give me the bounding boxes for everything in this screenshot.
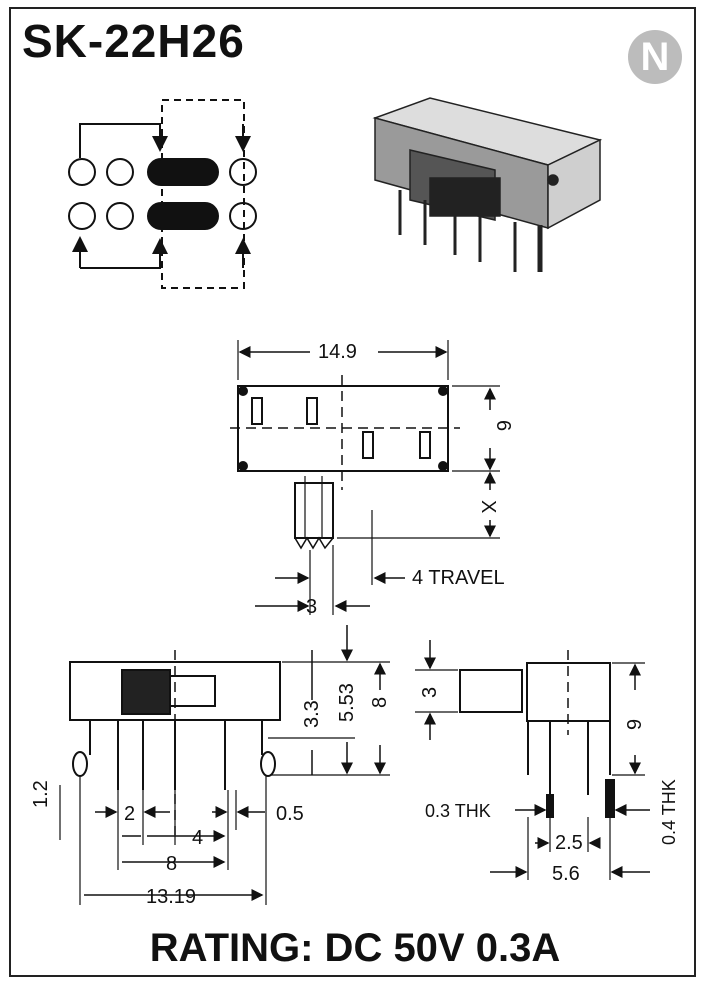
dim-side-height: 9 xyxy=(624,719,646,730)
dim-pitch: 2 xyxy=(124,803,135,825)
part-number-title: SK-22H26 xyxy=(22,15,245,67)
pin-circle xyxy=(68,158,96,186)
logo-letter: N xyxy=(640,35,670,79)
dim-width-top: 14.9 xyxy=(318,341,357,363)
pin-circle xyxy=(106,202,134,230)
dim-thk-left: 0.3 THK xyxy=(425,801,491,821)
top-view xyxy=(230,340,500,615)
dim-pin-length: 1.2 xyxy=(30,780,52,808)
dim-actuator-width: 3 xyxy=(306,596,317,618)
pin-circle xyxy=(106,158,134,186)
dim-height-top: 6 xyxy=(492,420,514,431)
side-view xyxy=(415,640,650,880)
schematic-dashed-box xyxy=(161,99,245,289)
dim-pitch-4: 4 xyxy=(192,827,203,849)
pin-circle xyxy=(68,202,96,230)
brand-logo-icon: N xyxy=(628,30,682,84)
dim-travel: 4 TRAVEL xyxy=(412,567,505,589)
rating-text: RATING: DC 50V 0.3A xyxy=(149,926,561,970)
dim-pin-width: 0.5 xyxy=(276,803,304,825)
dim-overall: 13.19 xyxy=(146,886,196,908)
circuit-schematic xyxy=(68,99,257,289)
dim-body-h: 8 xyxy=(369,697,391,708)
dim-side-width: 5.6 xyxy=(552,863,580,885)
dim-actuator-x: X xyxy=(477,500,499,513)
dim-body-h2: 5.53 xyxy=(336,683,358,722)
pin-circle xyxy=(229,202,257,230)
dim-pitch-8: 8 xyxy=(166,853,177,875)
contact-slider xyxy=(147,158,219,186)
page-border xyxy=(9,7,696,977)
contact-slider xyxy=(147,202,219,230)
front-view xyxy=(59,625,390,905)
pin-circle xyxy=(229,158,257,186)
dim-thk-right: 0.4 THK xyxy=(659,779,679,845)
dim-pin-offset: 3.3 xyxy=(301,700,323,728)
product-3d-view xyxy=(372,97,603,272)
dim-side-pitch: 2.5 xyxy=(555,832,583,854)
dim-side-actuator: 3 xyxy=(419,687,441,698)
